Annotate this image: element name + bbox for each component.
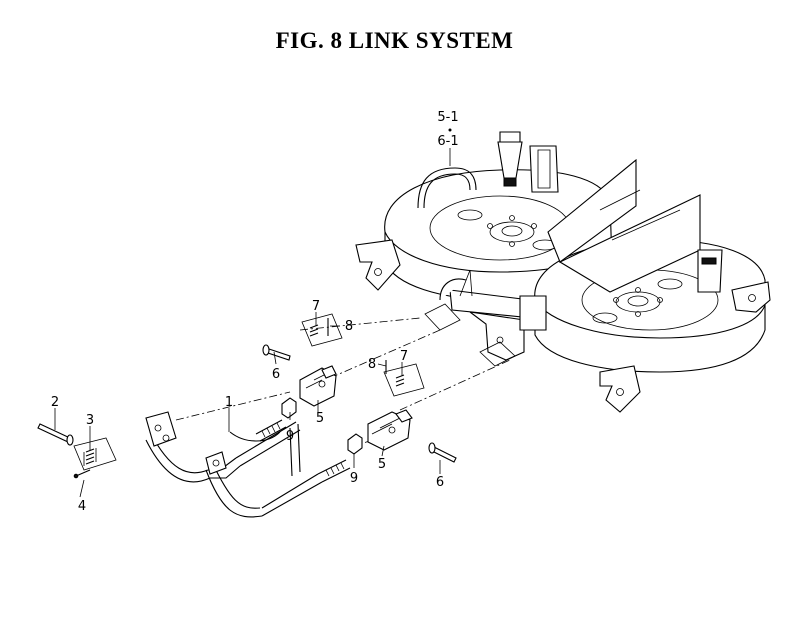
bracket-lower	[367, 409, 413, 451]
callout-bracket-upper: 5	[316, 411, 324, 426]
callout-cotter-left: 4	[78, 499, 86, 514]
callout-spring-lower: 7	[400, 349, 408, 364]
callout-nut-upper: 9	[286, 429, 294, 444]
callout-link-frame: 1	[225, 395, 233, 410]
cotter-left	[73, 469, 91, 479]
callout-nut-lower: 9	[350, 471, 358, 486]
mower-deck	[355, 131, 771, 413]
callout-cotter-upper: 8	[345, 319, 353, 334]
pin-left	[37, 423, 74, 446]
bracket-upper	[299, 365, 337, 407]
spring-left	[73, 437, 117, 471]
callouts: 5-1 6-1 1 2 3 4 5 5 6 6 7 7 8 8 9 9	[51, 110, 459, 514]
pin-upper	[262, 344, 291, 361]
link-frame	[145, 411, 351, 518]
callout-spring-left: 3	[86, 413, 94, 428]
spring-lower	[383, 363, 425, 397]
assembly-guide-lines	[175, 303, 516, 449]
nut-lower	[347, 433, 363, 455]
figure-title: FIG. 8 LINK SYSTEM	[275, 28, 514, 53]
callout-spring-upper: 7	[312, 299, 320, 314]
callout-deck-6-1: 6-1	[437, 134, 458, 149]
callout-pin-left: 2	[51, 395, 59, 410]
leader-lines	[54, 148, 451, 498]
callout-cotter-lower: 8	[368, 357, 376, 372]
spring-upper	[301, 313, 343, 347]
callout-deck-5-1: 5-1	[437, 110, 458, 125]
pin-lower	[428, 442, 457, 463]
callout-pin-upper: 6	[272, 367, 280, 382]
callout-pin-lower: 6	[436, 475, 444, 490]
callout-bracket-lower: 5	[378, 457, 386, 472]
callout-dot	[448, 128, 452, 132]
nut-upper	[281, 397, 297, 419]
